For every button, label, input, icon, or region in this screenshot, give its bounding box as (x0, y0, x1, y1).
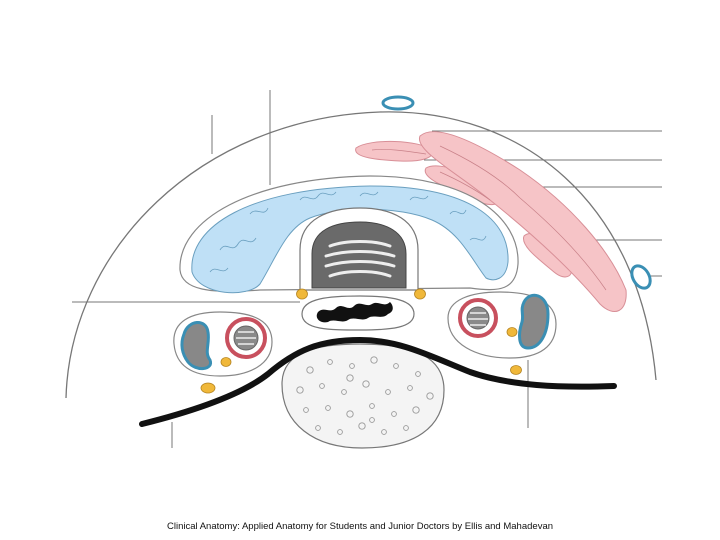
muscle-fibres (371, 149, 427, 155)
left-sympathetic-trunk (200, 382, 216, 394)
trabecula (303, 407, 309, 413)
trabecula (296, 386, 304, 394)
right-internal-jugular-vein (518, 293, 550, 350)
sternohyoid-muscle (355, 141, 434, 162)
trabecula (358, 422, 366, 430)
right-recurrent-laryngeal-nerve (414, 288, 426, 300)
trabecula (346, 410, 354, 418)
anterior-jugular-vein (381, 95, 415, 111)
trabecula (381, 429, 387, 435)
trabecula (403, 425, 409, 431)
right-sympathetic-trunk (510, 365, 522, 375)
left-internal-jugular-vein (180, 321, 213, 370)
trabecula (369, 417, 375, 423)
left-carotid-wall-lines (236, 331, 256, 345)
trabecular-bone (296, 356, 434, 435)
left-recurrent-laryngeal-nerve (296, 288, 308, 300)
figure-caption: Clinical Anatomy: Applied Anatomy for St… (166, 521, 554, 532)
trabecula (346, 374, 354, 382)
right-vagus-nerve (506, 327, 518, 337)
trabecula (426, 392, 434, 400)
trabecula (369, 403, 375, 409)
tracheal-ring (328, 270, 392, 278)
trabecula (337, 429, 343, 435)
trabecula (385, 389, 391, 395)
prevertebral-fascia (139, 336, 617, 427)
tracheal-ring (328, 240, 392, 248)
left-vagus-nerve (220, 357, 232, 367)
trabecula (306, 366, 314, 374)
trabecula (391, 411, 397, 417)
muscle-fibres (439, 171, 491, 201)
muscle-fibres (439, 145, 607, 291)
trabecula (341, 389, 347, 395)
trabecula (412, 406, 420, 414)
trabecula (407, 385, 413, 391)
external-jugular-vein (630, 264, 652, 290)
vertebral-body (281, 343, 445, 449)
trabecula (315, 425, 321, 431)
tracheal-ring (324, 250, 396, 258)
trabecula (370, 356, 378, 364)
tracheal-ring (324, 260, 396, 268)
trabecula (415, 371, 421, 377)
trachea (311, 221, 407, 289)
skin-outline (65, 111, 657, 399)
trabecula (393, 363, 399, 369)
trabecula (349, 363, 355, 369)
sternocleidomastoid-muscle (419, 131, 627, 313)
trabecula (319, 383, 325, 389)
thyroid-lobule-lines (209, 191, 487, 273)
trabecula (327, 359, 333, 365)
thyroid-gland (191, 185, 509, 294)
trabecula (362, 380, 370, 388)
right-carotid-wall-lines (468, 312, 488, 326)
oesophagus-lumen (316, 302, 393, 323)
trabecula (325, 405, 331, 411)
